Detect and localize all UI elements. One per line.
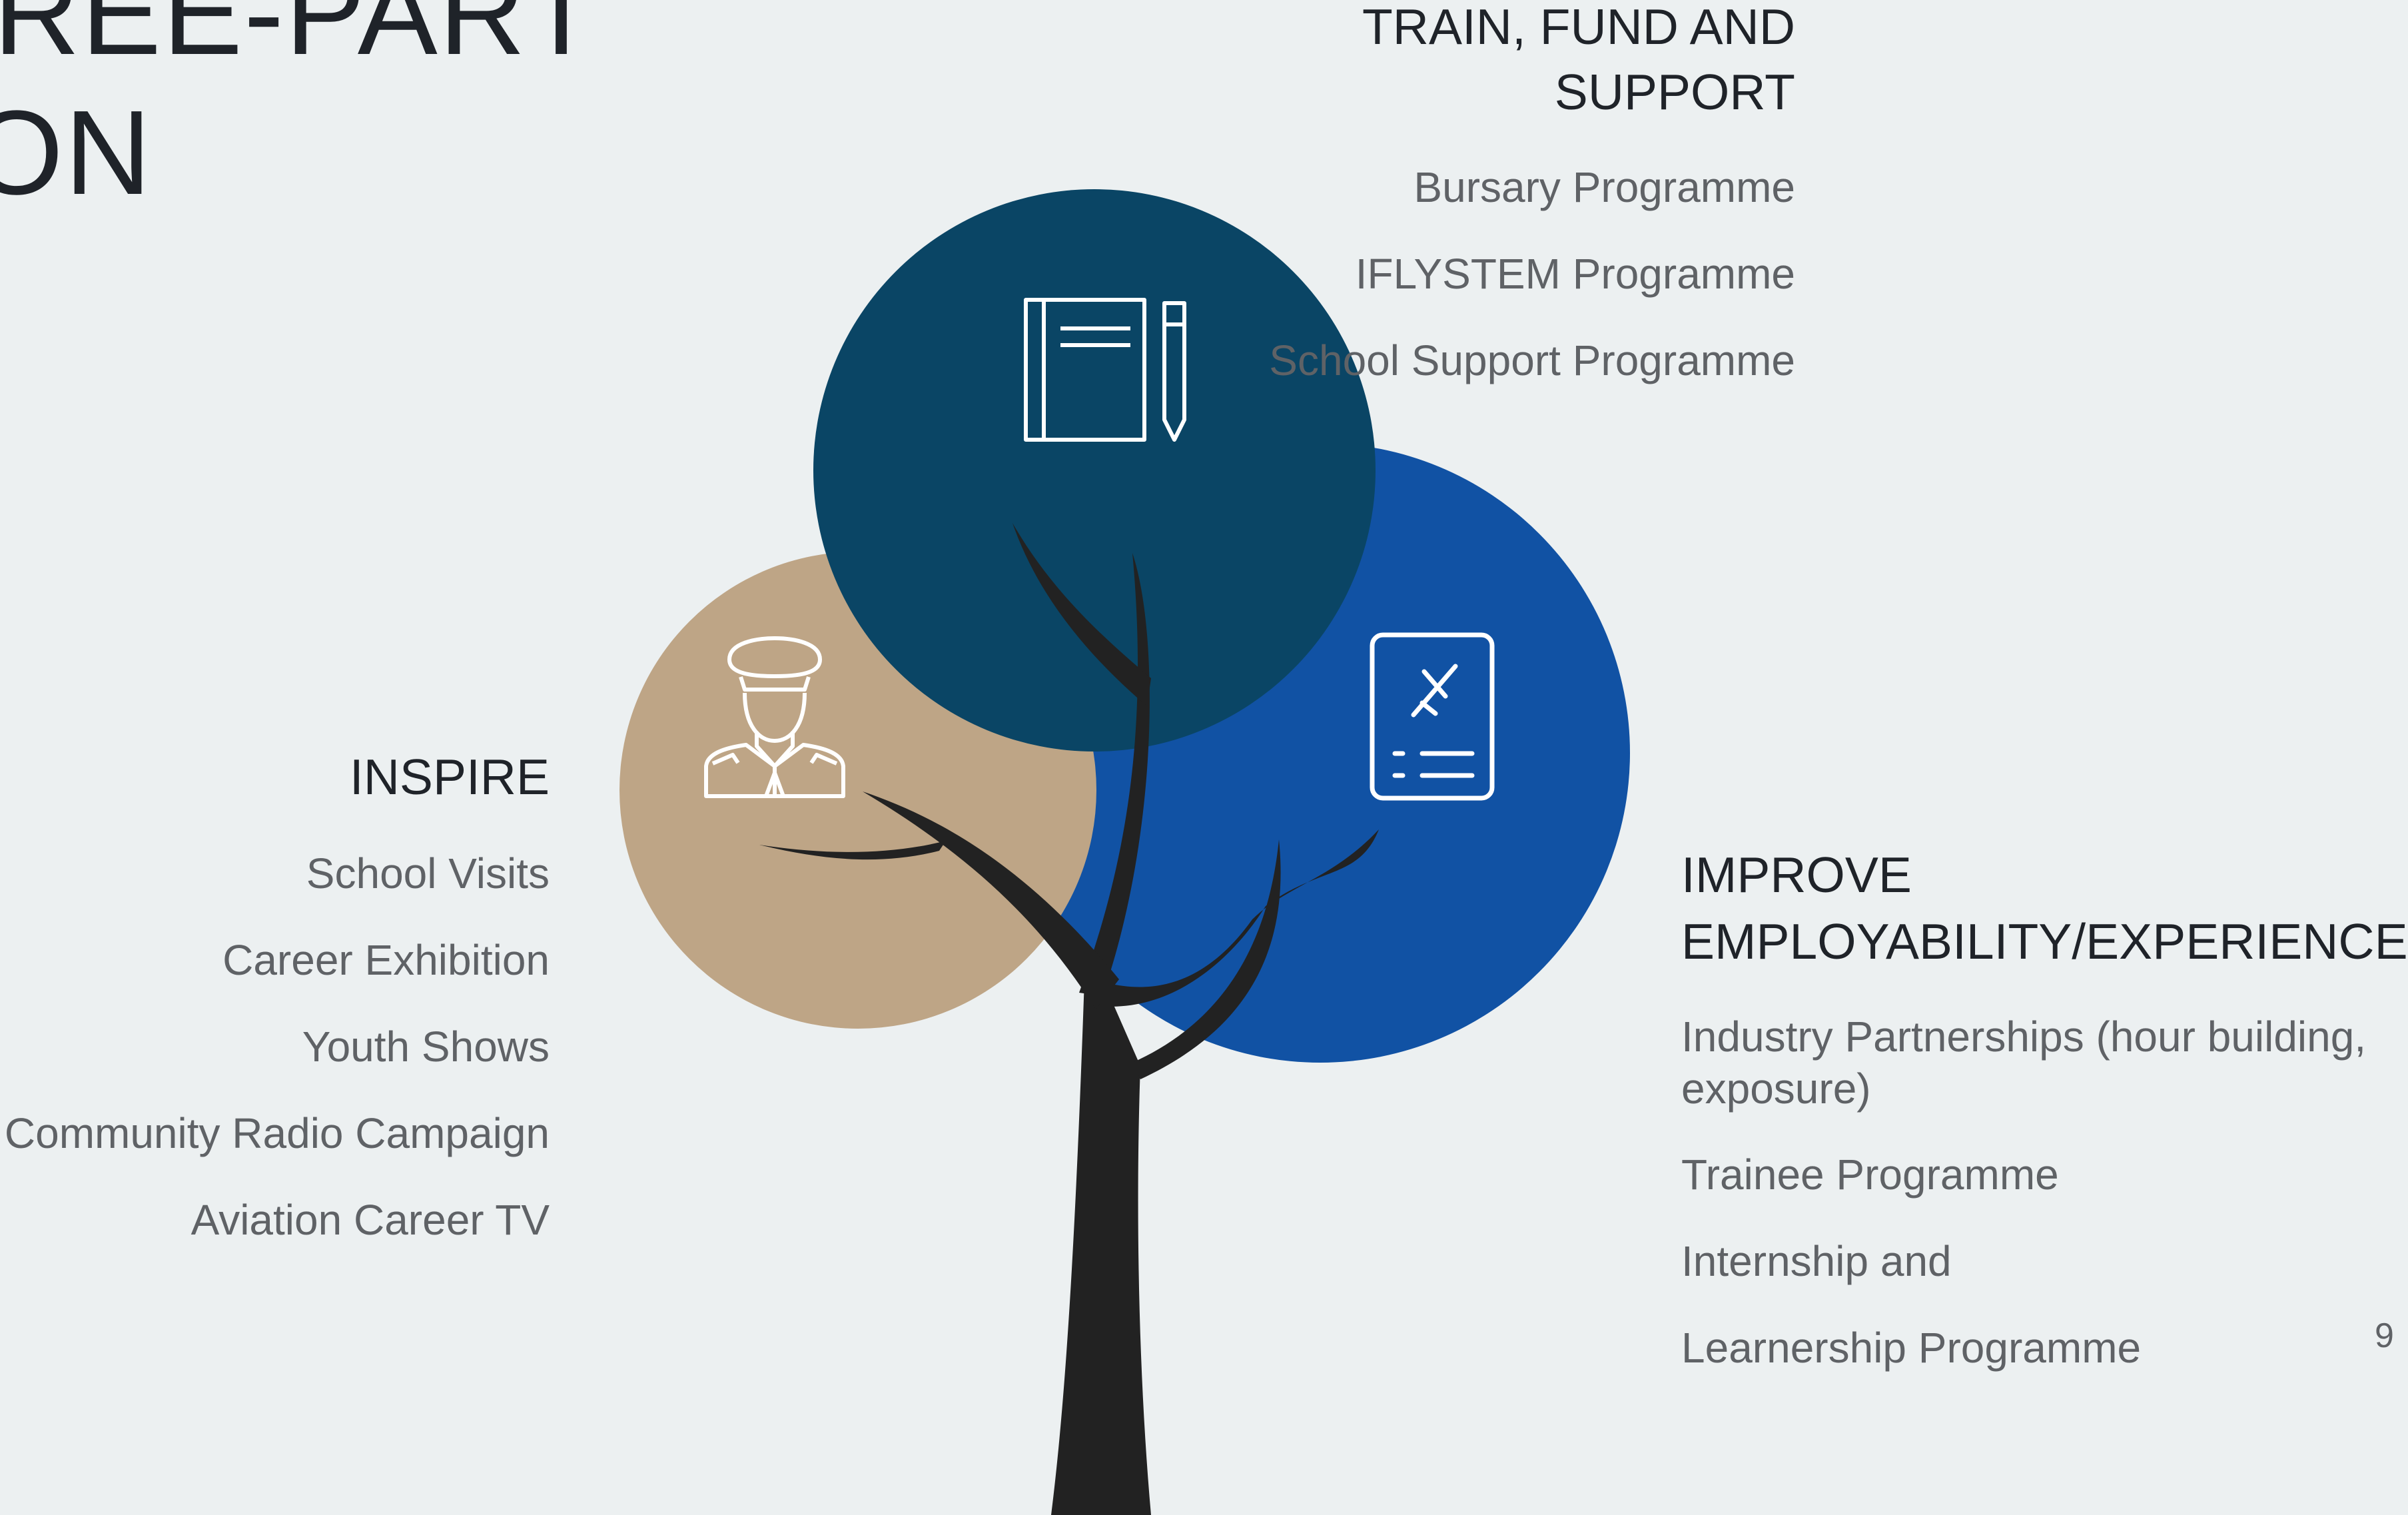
train-heading-line-2: SUPPORT (1554, 64, 1795, 120)
inspire-heading: INSPIRE (349, 749, 550, 805)
page-number: 9 (2375, 1316, 2394, 1355)
improve-item-3: Internship and (1681, 1237, 1952, 1285)
tree-twig-center (1012, 523, 1151, 706)
inspire-item-5: Aviation Career TV (191, 1196, 550, 1244)
notebook-pen-icon (1024, 298, 1186, 442)
inspire-item-2: Career Exhibition (222, 936, 550, 984)
improve-heading-line-1: IMPROVE (1681, 847, 1912, 903)
tree (759, 523, 1379, 1515)
tree-trunk (1051, 979, 1151, 1515)
train-heading-line-1: TRAIN, FUND AND (1362, 0, 1795, 55)
train-item-3: School Support Programme (1269, 336, 1795, 384)
tree-branch-right (1099, 829, 1379, 1007)
airplane-ticket-icon (1370, 632, 1495, 801)
tree-branch-left (863, 791, 1119, 1009)
inspire-item-1: School Visits (306, 849, 550, 897)
tree-branch-center (1079, 553, 1150, 996)
train-circle (813, 189, 1376, 752)
improve-heading-line-2: EMPLOYABILITY/EXPERIENCE (1681, 913, 2408, 969)
improve-item-2: Trainee Programme (1681, 1151, 2059, 1199)
page-title-line-2: ON (0, 86, 153, 220)
inspire-item-4: Community Radio Campaign (4, 1109, 550, 1157)
train-item-1: Bursary Programme (1413, 163, 1795, 211)
tree-twig-right (1132, 839, 1281, 1079)
tree-twig-left (759, 841, 946, 860)
page-title-line-1: REE-PART (0, 0, 600, 80)
improve-item-1-continued: exposure) (1681, 1065, 1871, 1113)
inspire-item-3: Youth Shows (302, 1023, 550, 1071)
train-item-2: IFLYSTEM Programme (1355, 250, 1795, 298)
improve-item-1: Industry Partnerships (hour building, (1681, 1013, 2367, 1061)
improve-item-4: Learnership Programme (1681, 1324, 2142, 1372)
pilot-icon (704, 636, 845, 798)
